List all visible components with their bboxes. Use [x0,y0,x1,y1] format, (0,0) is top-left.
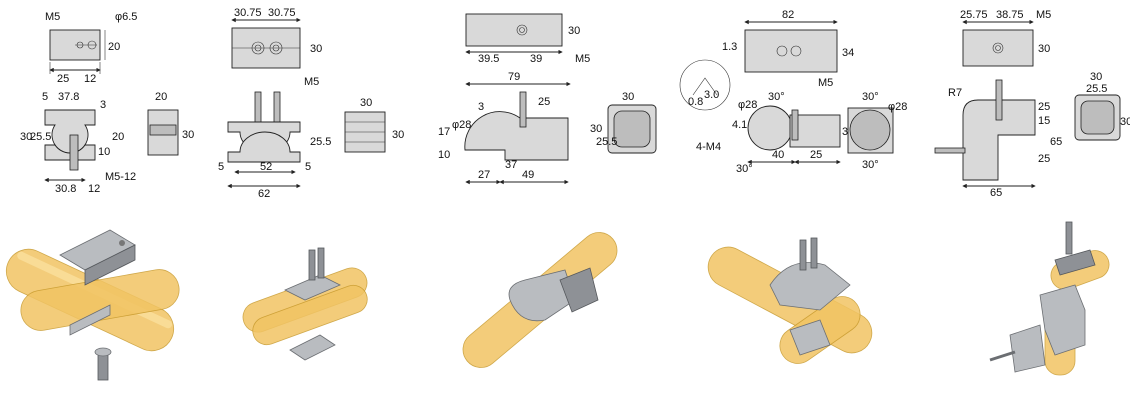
drawing-1-end-view: 20 30 [147,91,194,156]
drawing-4-label-30deg: 30° [768,91,785,103]
illustration-4 [707,237,873,364]
drawing-3: 30 39.5 39 M5 79 25 3 17 φ28 10 37 27 49… [438,13,657,185]
drawing-3-end-view: 30 30 25.5 [590,91,657,154]
drawing-5-label-15: 15 [1038,115,1050,127]
illustration-3 [462,232,618,368]
drawing-2-label-30-75a: 30.75 [234,7,262,19]
drawing-3-side-view: 79 25 3 17 φ28 10 37 27 49 [438,71,571,185]
drawing-5-label-65b: 65 [990,187,1002,199]
drawing-3-label-27: 27 [478,169,490,181]
drawing-4-end-label-30b: 30° [862,159,879,171]
drawing-2-label-25-5: 25.5 [310,136,331,148]
drawing-3-label-79: 79 [508,71,520,83]
drawing-4-label-40: 40 [772,149,784,161]
drawing-5-end-label-30b: 30 [1120,116,1130,128]
drawing-1-side-view: 5 37.8 3 30 25.5 20 10 30.8 12 M5-12 [20,91,136,195]
drawing-1-label-30: 30 [20,131,32,143]
illustration-1 [5,229,180,381]
drawing-5-label-30: 30 [1038,43,1050,55]
drawing-5-label-25a: 25 [1038,101,1050,113]
drawing-2-top-view: 30.75 30.75 30 M5 [231,7,322,88]
drawing-1-label-25: 25 [57,73,69,85]
drawing-3-label-49: 49 [522,169,534,181]
drawing-1-label-5: 5 [42,91,48,103]
drawing-3-label-m5: M5 [575,53,590,65]
drawing-2-side-view: 25.5 5 52 5 62 [218,91,331,200]
drawing-4-label-4-1: 4.1 [732,119,747,131]
drawing-2-label-52: 52 [260,161,272,173]
drawing-3-end-label-30a: 30 [622,91,634,103]
drawing-4-label-1-3: 1.3 [722,41,737,53]
drawing-3-top-view: 30 39.5 39 M5 [465,13,590,65]
drawing-1-label-37-8: 37.8 [58,91,79,103]
drawing-1-label-3: 3 [100,99,106,111]
drawing-4-label-3-0: 3.0 [704,89,719,101]
drawing-1-label-20b: 20 [112,131,124,143]
drawing-5-label-25-75: 25.75 [960,9,988,21]
drawing-3-label-17: 17 [438,126,450,138]
drawing-3-label-39: 39 [530,53,542,65]
drawing-2: 30.75 30.75 30 M5 25.5 5 52 5 62 30 30 [218,7,404,200]
drawing-4-label-25: 25 [810,149,822,161]
drawing-1-label-m5: M5 [45,11,60,23]
drawing-1-label-10: 10 [98,146,110,158]
drawing-2-label-30: 30 [310,43,322,55]
drawing-1-label-12: 12 [84,73,96,85]
drawing-1-label-12b: 12 [88,183,100,195]
drawing-5-end-view: 30 25.5 30 [1074,71,1130,141]
drawing-2-label-30-75b: 30.75 [268,7,296,19]
drawing-3-label-phi28: φ28 [452,119,471,131]
illustration-2 [242,247,368,361]
drawing-2-label-5b: 5 [305,161,311,173]
illustration-5 [989,221,1110,376]
drawing-2-end-label-30a: 30 [360,97,372,109]
drawing-4-end-label-phi28: φ28 [888,101,907,113]
drawing-5-side-view: R7 25 15 65 25 65 [934,79,1062,199]
drawing-3-end-label-30b: 30 [590,123,602,135]
drawing-5-label-m5: M5 [1036,9,1051,21]
drawing-1-top-view: M5 φ6.5 20 25 12 [45,11,137,85]
drawing-4-side-view: 0.8 3.0 30° φ28 4.1 4-M4 30° 40 25 34 [679,59,854,175]
drawing-4-label-0-8: 0.8 [688,96,703,108]
drawing-1-label-phi: φ6.5 [115,11,137,23]
drawing-4-label-m5: M5 [818,77,833,89]
drawing-5-label-38-75: 38.75 [996,9,1024,21]
drawing-1-end-label-20: 20 [155,91,167,103]
drawing-3-label-30: 30 [568,25,580,37]
drawing-2-end-view: 30 30 [344,97,404,153]
drawing-5-label-25b: 25 [1038,153,1050,165]
drawing-5-label-65a: 65 [1050,136,1062,148]
drawing-4-label-30deg-b: 30° [736,163,753,175]
drawing-5-end-label-30a: 30 [1090,71,1102,83]
drawing-5-end-label-25-5: 25.5 [1086,83,1107,95]
drawing-4-end-view: 30° φ28 30° [847,91,907,171]
drawing-4-end-label-30a: 30° [862,91,879,103]
drawing-4-label-4-m4: 4-M4 [696,141,721,153]
drawing-4-label-phi28: φ28 [738,99,757,111]
drawing-3-label-3: 3 [478,101,484,113]
drawing-3-label-37: 37 [505,159,517,171]
drawing-5: 25.75 38.75 M5 30 R7 25 15 65 25 65 30 2… [934,9,1130,199]
drawing-4-label-34: 34 [842,47,854,59]
drawing-3-label-25: 25 [538,96,550,108]
drawing-1-end-label-30: 30 [182,129,194,141]
drawing-1-label-30-8: 30.8 [55,183,76,195]
drawing-4: 82 1.3 34 M5 0.8 3.0 30° φ28 4.1 4-M4 30… [679,9,907,175]
drawing-4-top-view: 82 1.3 34 M5 [722,9,854,89]
drawing-2-label-62: 62 [258,188,270,200]
drawing-2-label-5a: 5 [218,161,224,173]
drawing-2-end-label-30b: 30 [392,129,404,141]
drawing-4-label-82: 82 [782,9,794,21]
drawing-5-label-r7: R7 [948,87,962,99]
drawing-1-label-25-5: 25.5 [30,131,51,143]
drawing-5-top-view: 25.75 38.75 M5 30 [960,9,1051,67]
drawing-3-label-10: 10 [438,149,450,161]
drawing-3-end-label-25-5: 25.5 [596,136,617,148]
drawing-2-label-m5: M5 [304,76,319,88]
drawing-1-label-m5-12: M5-12 [105,171,136,183]
drawing-1-label-20: 20 [108,41,120,53]
drawing-1: M5 φ6.5 20 25 12 5 37.8 3 30 25.5 20 10 … [20,11,194,195]
drawing-3-label-39-5: 39.5 [478,53,499,65]
